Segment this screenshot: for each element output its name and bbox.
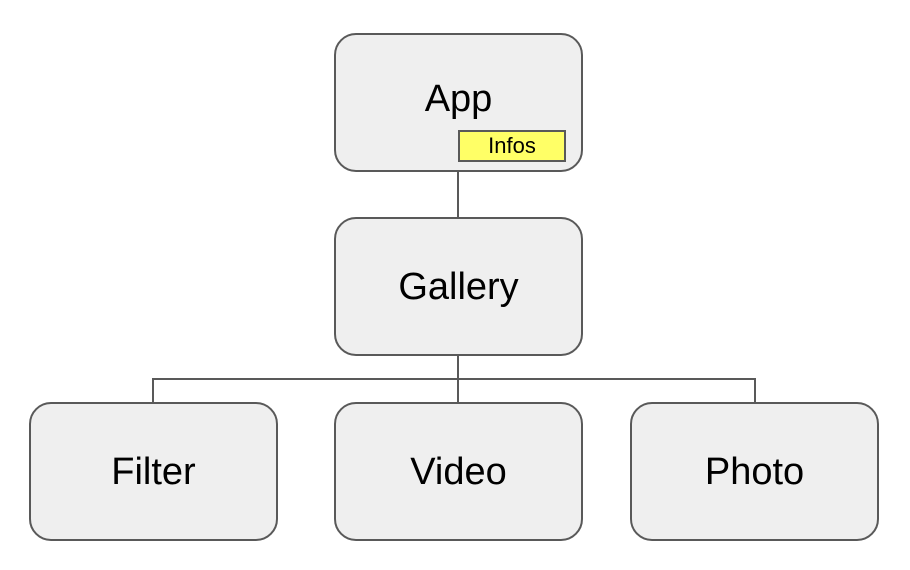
node-filter: Filter bbox=[29, 402, 278, 541]
node-filter-label: Filter bbox=[111, 450, 196, 493]
node-photo-label: Photo bbox=[704, 450, 805, 493]
infos-badge: Infos bbox=[458, 130, 566, 162]
node-video: Video bbox=[334, 402, 583, 541]
infos-badge-label: Infos bbox=[488, 133, 536, 158]
node-video-label: Video bbox=[410, 450, 507, 493]
node-photo: Photo bbox=[630, 402, 879, 541]
node-gallery-label: Gallery bbox=[398, 265, 519, 308]
node-gallery: Gallery bbox=[334, 217, 583, 356]
node-app-label: App bbox=[424, 77, 493, 120]
